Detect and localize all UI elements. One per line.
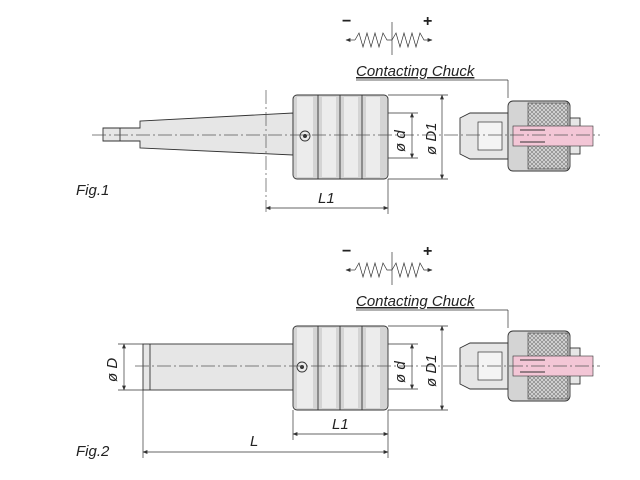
dim-L-label: L — [250, 433, 258, 450]
holder-body — [292, 325, 389, 411]
contacting-chuck — [459, 100, 594, 172]
figure-1: − + Contacting Chuck — [76, 13, 600, 214]
set-screw-icon — [299, 130, 311, 142]
fig1-caption: Fig.1 — [76, 182, 109, 199]
spring-symbol: − + — [342, 13, 433, 55]
spring-minus-sign: − — [342, 243, 351, 260]
contacting-chuck-label: Contacting Chuck — [356, 63, 476, 80]
holder-body — [292, 94, 389, 180]
dim-d-label: ø d — [392, 130, 409, 152]
dim-D1-label: ø D1 — [423, 122, 440, 155]
dim-d-label: ø d — [392, 361, 409, 383]
dim-D: ø D — [104, 343, 143, 391]
dim-D-label: ø D — [104, 358, 121, 382]
spring-symbol: − + — [342, 243, 433, 285]
spring-right-zigzag — [391, 261, 433, 279]
spring-minus-sign: − — [342, 13, 351, 30]
set-screw-icon — [296, 361, 308, 373]
spring-plus-sign: + — [423, 13, 432, 30]
dim-L: L — [142, 390, 389, 458]
fig2-caption: Fig.2 — [76, 443, 110, 460]
dim-D1-label: ø D1 — [423, 354, 440, 387]
figure-2: − + Contacting Chuck — [76, 243, 600, 460]
spring-left-zigzag — [354, 261, 392, 279]
dim-D1: ø D1 — [388, 325, 448, 411]
dim-L1: L1 — [265, 179, 389, 214]
dim-d: ø d — [388, 112, 418, 159]
dim-L1: L1 — [292, 410, 389, 458]
dim-D1: ø D1 — [388, 94, 448, 180]
spring-plus-sign: + — [423, 243, 432, 260]
dim-L1-label: L1 — [318, 190, 335, 207]
spring-right-zigzag — [391, 31, 433, 49]
contacting-chuck-label: Contacting Chuck — [356, 293, 476, 310]
dim-L1-label: L1 — [332, 416, 349, 433]
taper-shank — [102, 112, 294, 156]
straight-shank — [142, 343, 294, 391]
dim-d: ø d — [388, 343, 418, 390]
spring-left-zigzag — [354, 31, 392, 49]
